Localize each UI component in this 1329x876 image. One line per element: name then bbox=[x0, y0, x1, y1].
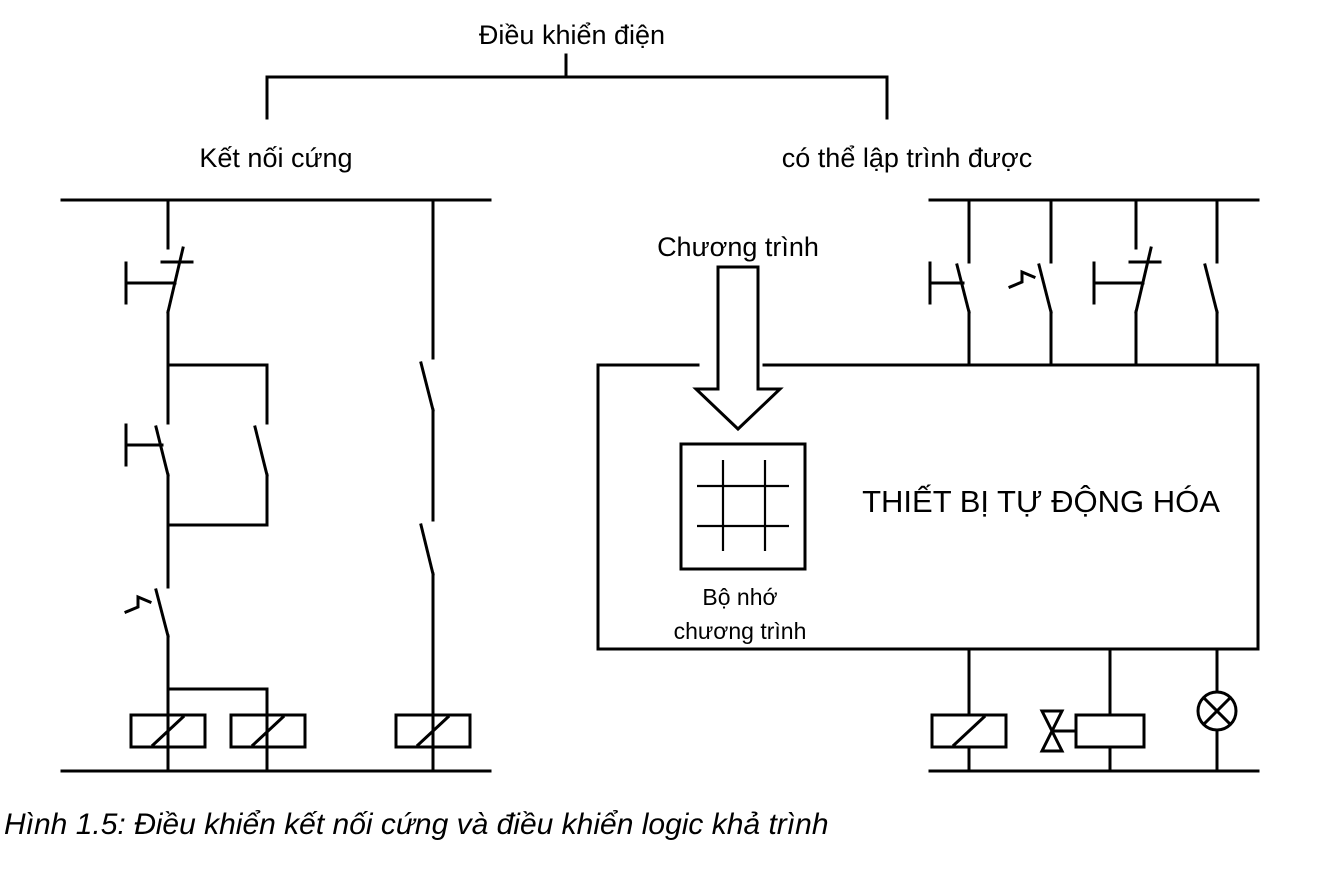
relay-coil-1 bbox=[129, 713, 207, 749]
figure-caption: Hình 1.5: Điều khiển kết nối cứng và điề… bbox=[4, 808, 829, 841]
program-memory-icon bbox=[679, 442, 807, 571]
hardwired-circuit bbox=[60, 198, 492, 773]
output-solenoid-valve bbox=[1039, 647, 1146, 773]
program-label: Chương trình bbox=[657, 232, 819, 262]
pushbutton-no-switch bbox=[124, 423, 170, 477]
memory-label-line2: chương trình bbox=[674, 618, 807, 644]
input-pushbutton-no bbox=[928, 198, 971, 367]
input-pushbutton-nc bbox=[1092, 198, 1162, 367]
hierarchy-bracket bbox=[265, 53, 889, 120]
contact-switch-2 bbox=[419, 523, 435, 576]
programmable-circuit: Chương trình Bộ nhớ chương trình THIẾT B… bbox=[596, 198, 1260, 773]
program-arrow bbox=[692, 265, 784, 432]
output-lamp-icon bbox=[1196, 647, 1238, 773]
relay-coil-2 bbox=[229, 713, 307, 749]
thermal-switch bbox=[124, 588, 170, 638]
contact-switch-1 bbox=[419, 361, 435, 412]
device-label: THIẾT BỊ TỰ ĐỘNG HÓA bbox=[862, 484, 1220, 519]
input-contact bbox=[1203, 198, 1219, 367]
title-text: Điều khiển điện bbox=[479, 20, 665, 50]
programmable-label: có thể lập trình được bbox=[782, 143, 1032, 173]
pushbutton-nc-switch bbox=[124, 246, 194, 314]
output-relay-coil bbox=[930, 647, 1008, 773]
input-thermal-switch bbox=[1008, 198, 1053, 367]
control-diagram: Điều khiển điện Kết nối cứng có thể lập … bbox=[60, 20, 1260, 773]
automation-device-box bbox=[596, 363, 1260, 651]
relay-coil-3 bbox=[394, 713, 472, 749]
memory-label-line1: Bộ nhớ bbox=[702, 584, 777, 610]
holding-contact bbox=[253, 425, 269, 477]
hardwired-label: Kết nối cứng bbox=[199, 143, 352, 173]
